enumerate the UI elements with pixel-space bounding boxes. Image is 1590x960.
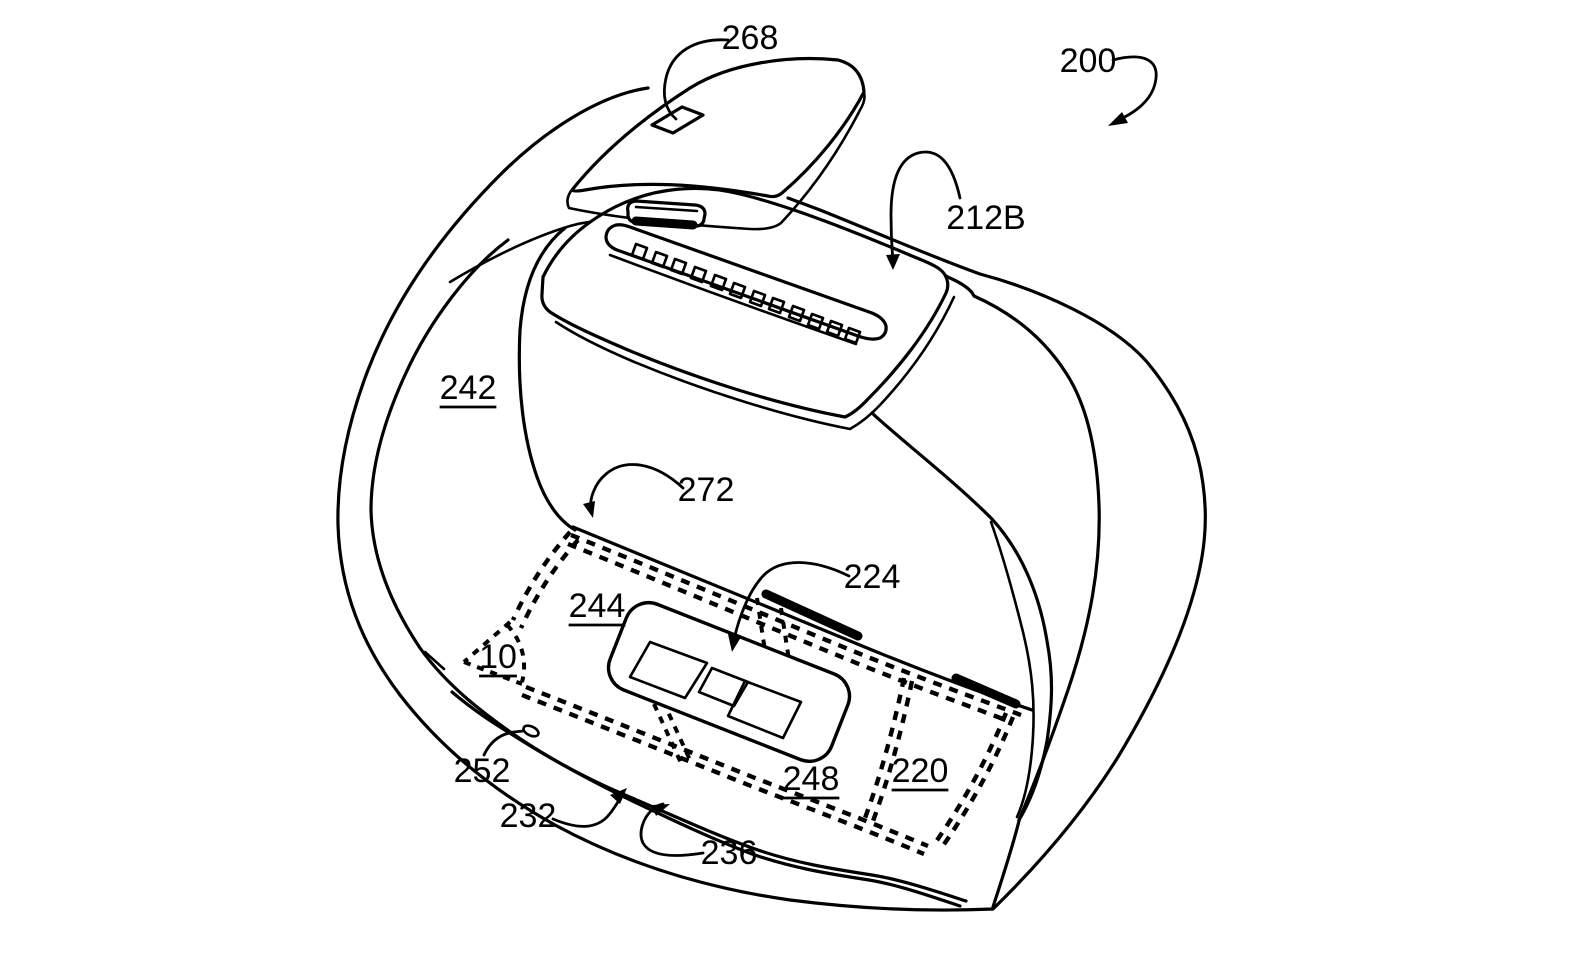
- band-bottom-right-edge: [991, 819, 1021, 909]
- pod-top-face: [570, 57, 866, 199]
- ratchet-slot-lower-rim: [608, 253, 858, 346]
- leader-lines: [482, 38, 1158, 857]
- sensor-connector-dash-2: [779, 607, 791, 661]
- ratchet-teeth: [630, 242, 862, 345]
- arrowhead-212B: [886, 254, 900, 270]
- ref-label-10: 10: [479, 638, 517, 676]
- ref-label-212B: 212B: [946, 199, 1025, 237]
- ref-label-268: 268: [722, 19, 779, 57]
- leader-232: [551, 793, 624, 828]
- arrowhead-200: [1108, 112, 1128, 126]
- band-inner-left-and-bottom-edge: [369, 238, 968, 903]
- ref-label-232: 232: [500, 797, 557, 835]
- strip-bottom-dashed-row-2: [521, 692, 925, 857]
- ref-label-200: 200: [1060, 42, 1117, 80]
- band-notch: [423, 650, 446, 671]
- wedge-bottom-radius: [463, 660, 523, 686]
- module-thickness-edge: [554, 295, 956, 431]
- ref-label-224: 224: [844, 558, 901, 596]
- separator-244-248-row-1: [652, 703, 683, 764]
- pod-latch-tab-shadow: [631, 216, 698, 230]
- edge-black-mark-right: [951, 673, 1021, 709]
- band-right-fin-inner: [989, 520, 1035, 819]
- region-220-left-edge-row-2: [870, 680, 915, 822]
- sensor-aperture-left: [628, 640, 709, 700]
- arrowhead-272: [583, 501, 595, 518]
- sensor-window-224: [606, 597, 852, 763]
- band-body: [336, 86, 1207, 912]
- inner-opening-left-boundary: [517, 226, 577, 532]
- clasp-pod: [566, 57, 866, 231]
- ref-label-244: 244: [569, 587, 626, 625]
- strip-top-dashed-row-1: [570, 532, 1022, 718]
- strip-left-dashed-row-1: [511, 530, 572, 621]
- pod-latch-tab-inner-line: [634, 205, 699, 213]
- ref-label-220: 220: [892, 752, 949, 790]
- band-outer-silhouette: [336, 86, 1207, 912]
- wedge-left-radius: [462, 620, 512, 664]
- band-right-fin-outer: [870, 411, 1054, 822]
- wedge-arc: [505, 623, 527, 683]
- ref-label-272: 272: [678, 471, 735, 509]
- sensor-aperture-right: [726, 679, 803, 740]
- region-220-right-edge-row-1: [931, 712, 1009, 848]
- module-top-face: [540, 186, 950, 419]
- edge-black-mark-left: [761, 589, 863, 641]
- leader-268: [662, 38, 730, 121]
- band-top-near-edge-right: [800, 212, 1101, 822]
- leader-212B: [889, 150, 962, 264]
- wedge-region-10: [462, 620, 527, 686]
- leader-272: [589, 463, 685, 513]
- ref-label-236: 236: [701, 834, 758, 872]
- band-bottom-second-edge: [450, 690, 962, 908]
- inner-strip-272: [462, 525, 1034, 857]
- sensor-window-outline: [606, 601, 852, 763]
- strip-top-dashed-row-2: [567, 541, 1012, 725]
- arrowhead-224: [728, 634, 741, 652]
- region-220-left-edge-row-1: [862, 677, 907, 819]
- separator-244-248-row-2: [661, 700, 692, 761]
- leader-252: [482, 729, 525, 757]
- reference-labels: 268 200 212B 242 272 244 224 10 252 232 236 248 220: [439, 19, 1117, 872]
- band-edge-hole: [522, 724, 540, 738]
- ref-label-252: 252: [454, 752, 511, 790]
- strip-bottom-dashed-row-1: [525, 684, 929, 849]
- pod-underside-edge: [566, 91, 866, 231]
- arrowhead-236: [652, 804, 670, 816]
- ref-label-248: 248: [783, 760, 840, 798]
- leader-224: [731, 561, 851, 646]
- sensor-connector-dash-1: [755, 597, 767, 652]
- arrowhead-232: [610, 788, 627, 804]
- clasp-module-212B: [540, 186, 956, 431]
- leader-200: [1111, 55, 1158, 124]
- region-220-right-edge-row-2: [938, 716, 1016, 852]
- strip-left-dashed-row-2: [519, 538, 580, 629]
- ref-label-242: 242: [440, 369, 497, 407]
- ratchet-slot: [604, 223, 888, 341]
